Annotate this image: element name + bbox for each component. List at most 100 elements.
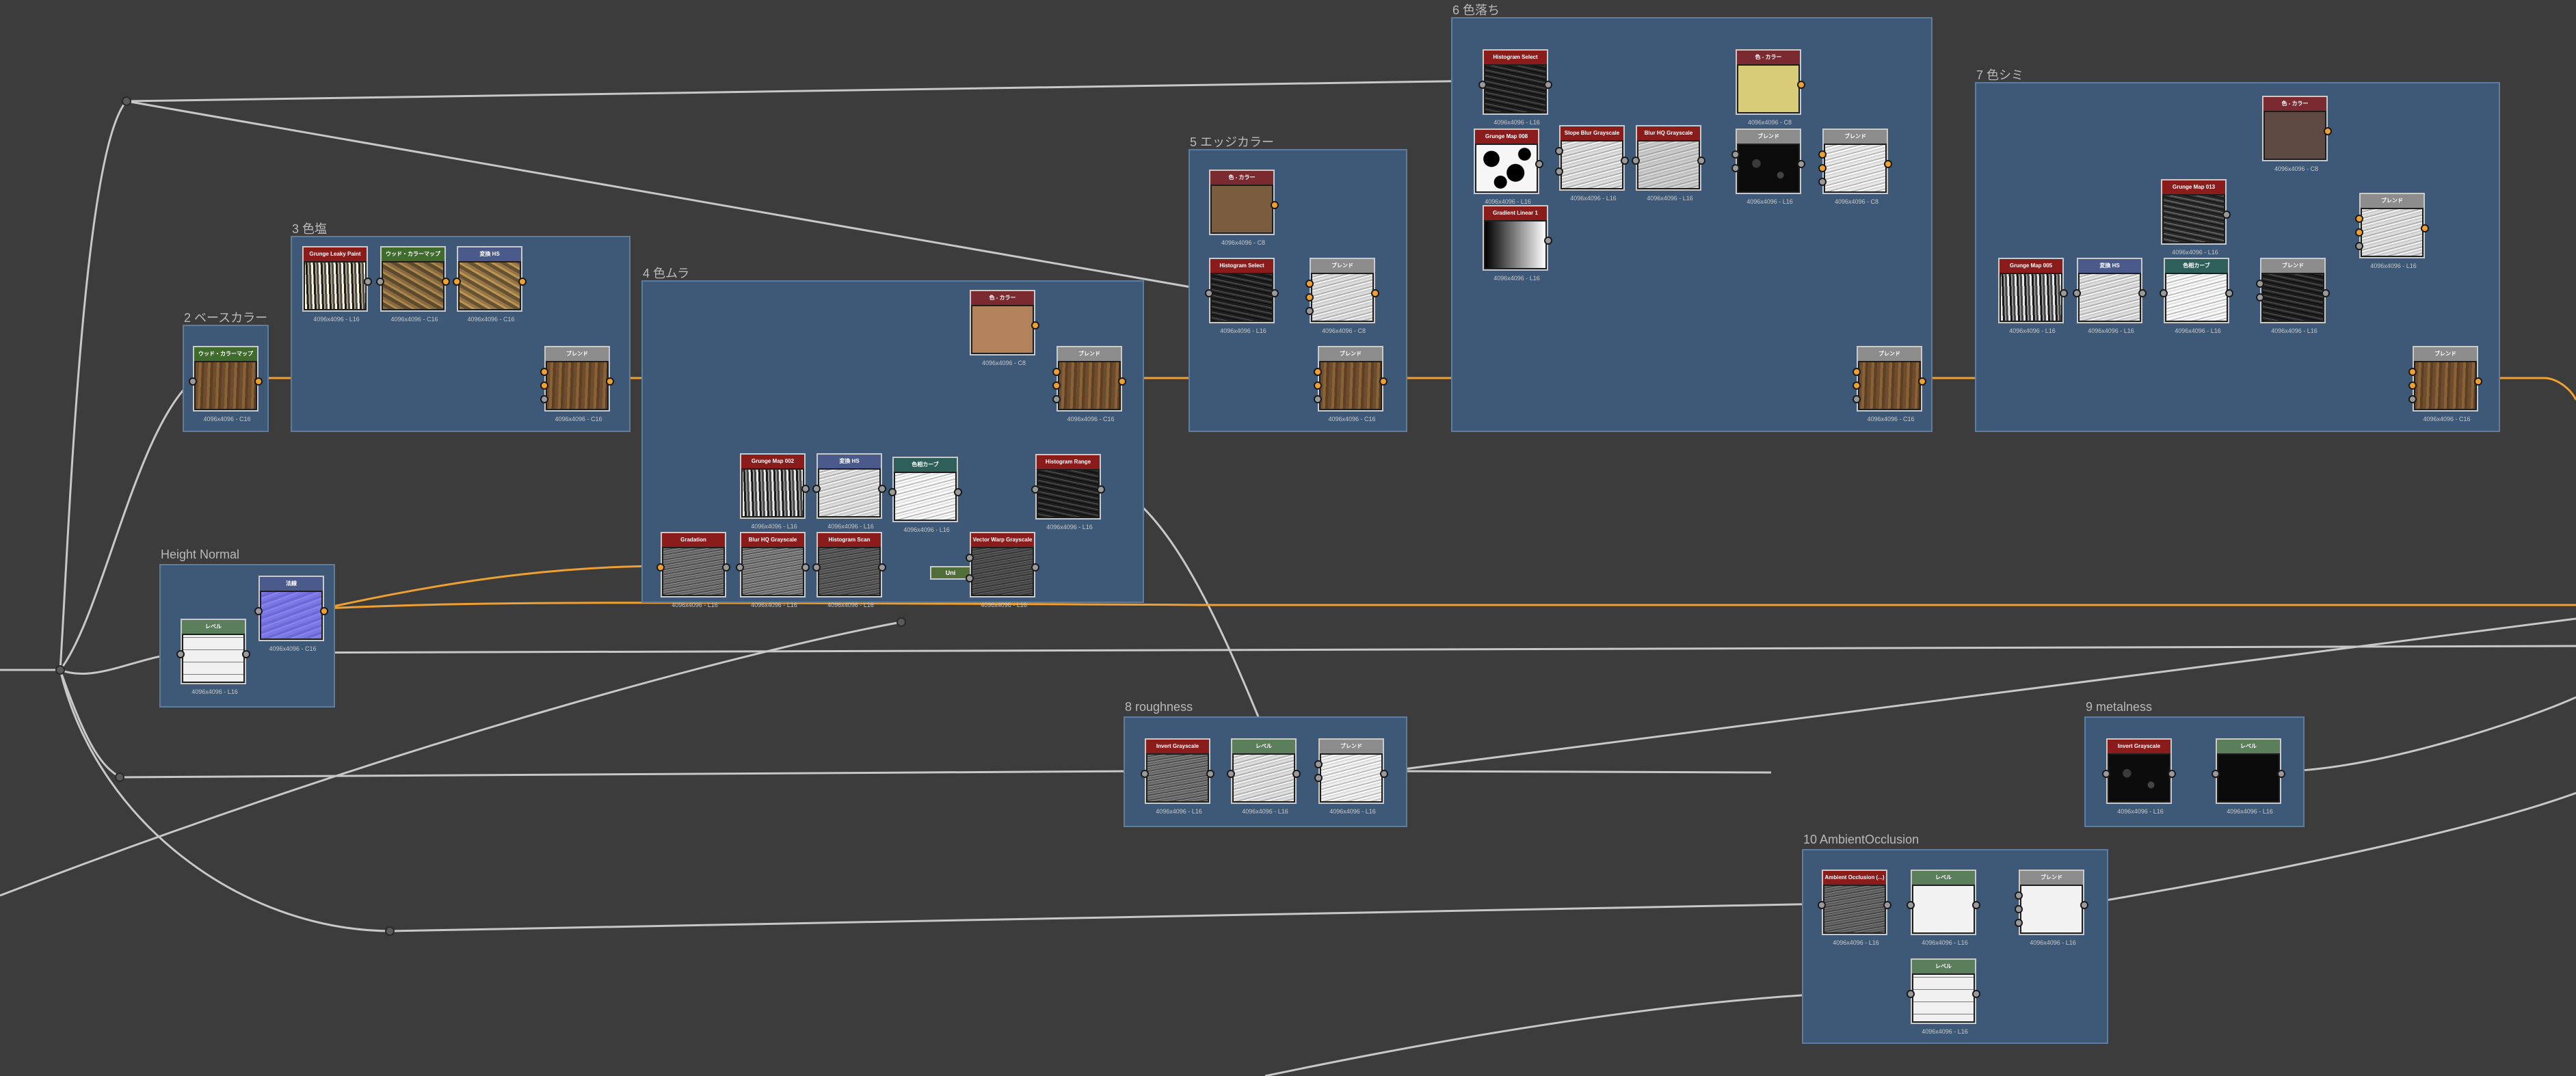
input-port[interactable] xyxy=(1052,395,1061,403)
output-port[interactable] xyxy=(2277,770,2285,778)
output-port[interactable] xyxy=(2138,289,2147,297)
ao-level-node[interactable]: レベル 4096x4096 - L16 xyxy=(1907,870,1980,946)
grunge-map-002-node[interactable]: Grunge Map 002 4096x4096 - L16 xyxy=(740,453,810,530)
input-port[interactable] xyxy=(1907,901,1915,909)
output-port[interactable] xyxy=(1883,901,1891,909)
output-port[interactable] xyxy=(364,278,372,286)
blend-node[interactable]: ブレンド 4096x4096 - L16 xyxy=(2015,870,2088,946)
output-port[interactable] xyxy=(1544,237,1552,245)
input-port[interactable] xyxy=(2355,242,2363,250)
input-port[interactable] xyxy=(2355,215,2363,223)
histogram-scan-node[interactable]: Histogram Scan 4096x4096 - L16 xyxy=(812,532,886,608)
input-port[interactable] xyxy=(189,377,197,386)
input-port[interactable] xyxy=(812,563,821,571)
input-port[interactable] xyxy=(1314,760,1323,768)
output-port[interactable] xyxy=(2474,377,2482,386)
invert-grayscale-node[interactable]: Invert Grayscale 4096x4096 - L16 xyxy=(2102,738,2176,815)
input-port[interactable] xyxy=(1818,901,1826,909)
output-port[interactable] xyxy=(1371,289,1379,297)
reroute-dot[interactable] xyxy=(385,926,395,936)
input-port[interactable] xyxy=(1731,150,1740,159)
output-port[interactable] xyxy=(801,485,810,493)
histogram-select-node[interactable]: Histogram Select 4096x4096 - L16 xyxy=(1205,258,1279,334)
input-port[interactable] xyxy=(812,485,821,493)
output-port[interactable] xyxy=(1918,377,1926,386)
input-port[interactable] xyxy=(2102,770,2110,778)
input-port[interactable] xyxy=(1227,770,1235,778)
blend-node[interactable]: ブレンド 4096x4096 - L16 xyxy=(2256,258,2330,334)
output-port[interactable] xyxy=(1621,157,1629,165)
output-port[interactable] xyxy=(242,650,250,658)
input-port[interactable] xyxy=(453,278,461,286)
normal-node[interactable]: 法線 4096x4096 - C16 xyxy=(254,576,328,652)
uniform-color-node[interactable]: 色 - カラー 4096x4096 - C8 xyxy=(970,290,1039,366)
input-port[interactable] xyxy=(1031,485,1039,494)
output-port[interactable] xyxy=(2225,289,2233,297)
reroute-dot[interactable] xyxy=(122,96,131,106)
input-port[interactable] xyxy=(2160,289,2168,297)
grunge-leaky-paint-node[interactable]: Grunge Leaky Paint 4096x4096 - L16 xyxy=(302,246,372,323)
transform-node[interactable]: 変換 HS 4096x4096 - L16 xyxy=(2073,258,2147,334)
fade-color-node[interactable]: 色 - カラー 4096x4096 - C8 xyxy=(1736,49,1805,126)
input-port[interactable] xyxy=(1305,280,1314,288)
input-port[interactable] xyxy=(540,381,548,390)
blend-node[interactable]: ブレンド 4096x4096 - C16 xyxy=(1853,346,1926,422)
output-port[interactable] xyxy=(1031,321,1039,329)
input-port[interactable] xyxy=(1818,150,1827,159)
output-port[interactable] xyxy=(2421,224,2429,232)
output-port[interactable] xyxy=(1271,201,1279,209)
output-port[interactable] xyxy=(1118,377,1126,386)
input-port[interactable] xyxy=(2212,770,2220,778)
input-port[interactable] xyxy=(1731,164,1740,172)
input-port[interactable] xyxy=(2408,381,2417,390)
blend-node[interactable]: ブレンド 4096x4096 - L16 xyxy=(1731,129,1805,205)
input-port[interactable] xyxy=(540,395,548,403)
input-port[interactable] xyxy=(2256,293,2264,301)
output-port[interactable] xyxy=(2324,127,2332,135)
input-port[interactable] xyxy=(1052,368,1061,376)
input-port[interactable] xyxy=(2408,395,2417,403)
input-port[interactable] xyxy=(1314,368,1322,376)
reroute-dot[interactable] xyxy=(55,665,65,675)
curve-node[interactable]: 色相カーブ 4096x4096 - L16 xyxy=(2160,258,2233,334)
input-port[interactable] xyxy=(1141,770,1149,778)
output-port[interactable] xyxy=(1972,901,1980,909)
input-port[interactable] xyxy=(888,488,897,496)
output-port[interactable] xyxy=(1697,157,1705,165)
output-port[interactable] xyxy=(878,563,886,571)
metalness-level-node[interactable]: レベル 4096x4096 - L16 xyxy=(2212,738,2285,815)
input-port[interactable] xyxy=(1853,381,1861,390)
gradation-node[interactable]: Gradation 4096x4096 - L16 xyxy=(656,532,730,608)
histogram-range-node[interactable]: Histogram Range 4096x4096 - L16 xyxy=(1031,454,1105,530)
transform-node[interactable]: 変換 HS 4096x4096 - L16 xyxy=(812,453,886,530)
input-port[interactable] xyxy=(2015,891,2023,900)
output-port[interactable] xyxy=(878,485,886,493)
height-level-node[interactable]: レベル 4096x4096 - L16 xyxy=(176,619,250,695)
ao-level-node[interactable]: レベル 4096x4096 - L16 xyxy=(1907,958,1980,1035)
output-port[interactable] xyxy=(722,563,730,571)
input-port[interactable] xyxy=(1853,368,1861,376)
output-port[interactable] xyxy=(801,563,810,571)
output-port[interactable] xyxy=(2322,289,2330,297)
histogram-select-node[interactable]: Histogram Select 4096x4096 - L16 xyxy=(1478,49,1552,126)
blend-node[interactable]: ブレンド 4096x4096 - L16 xyxy=(1314,738,1388,815)
input-port[interactable] xyxy=(1314,395,1322,403)
edge-color-node[interactable]: 色 - カラー 4096x4096 - C8 xyxy=(1209,170,1279,246)
output-port[interactable] xyxy=(1271,289,1279,297)
blend-node[interactable]: ブレンド 4096x4096 - C16 xyxy=(1052,346,1126,422)
ambient-occlusion-node[interactable]: Ambient Occlusion (...) 4096x4096 - L16 xyxy=(1818,870,1891,946)
blend-node[interactable]: ブレンド 4096x4096 - C8 xyxy=(1305,258,1379,334)
grunge-map-008-node[interactable]: Grunge Map 008 4096x4096 - L16 xyxy=(1474,129,1543,205)
output-port[interactable] xyxy=(1097,485,1105,494)
input-port[interactable] xyxy=(1314,774,1323,782)
input-port[interactable] xyxy=(1555,167,1563,176)
input-port[interactable] xyxy=(1853,395,1861,403)
blur-hq-node[interactable]: Blur HQ Grayscale 4096x4096 - L16 xyxy=(736,532,810,608)
roughness-level-node[interactable]: レベル 4096x4096 - L16 xyxy=(1227,738,1301,815)
input-port[interactable] xyxy=(1818,164,1827,172)
input-port[interactable] xyxy=(2015,919,2023,927)
input-port[interactable] xyxy=(2073,289,2081,297)
output-port[interactable] xyxy=(1535,160,1543,168)
blend-node[interactable]: ブレンド 4096x4096 - L16 xyxy=(2355,193,2429,269)
